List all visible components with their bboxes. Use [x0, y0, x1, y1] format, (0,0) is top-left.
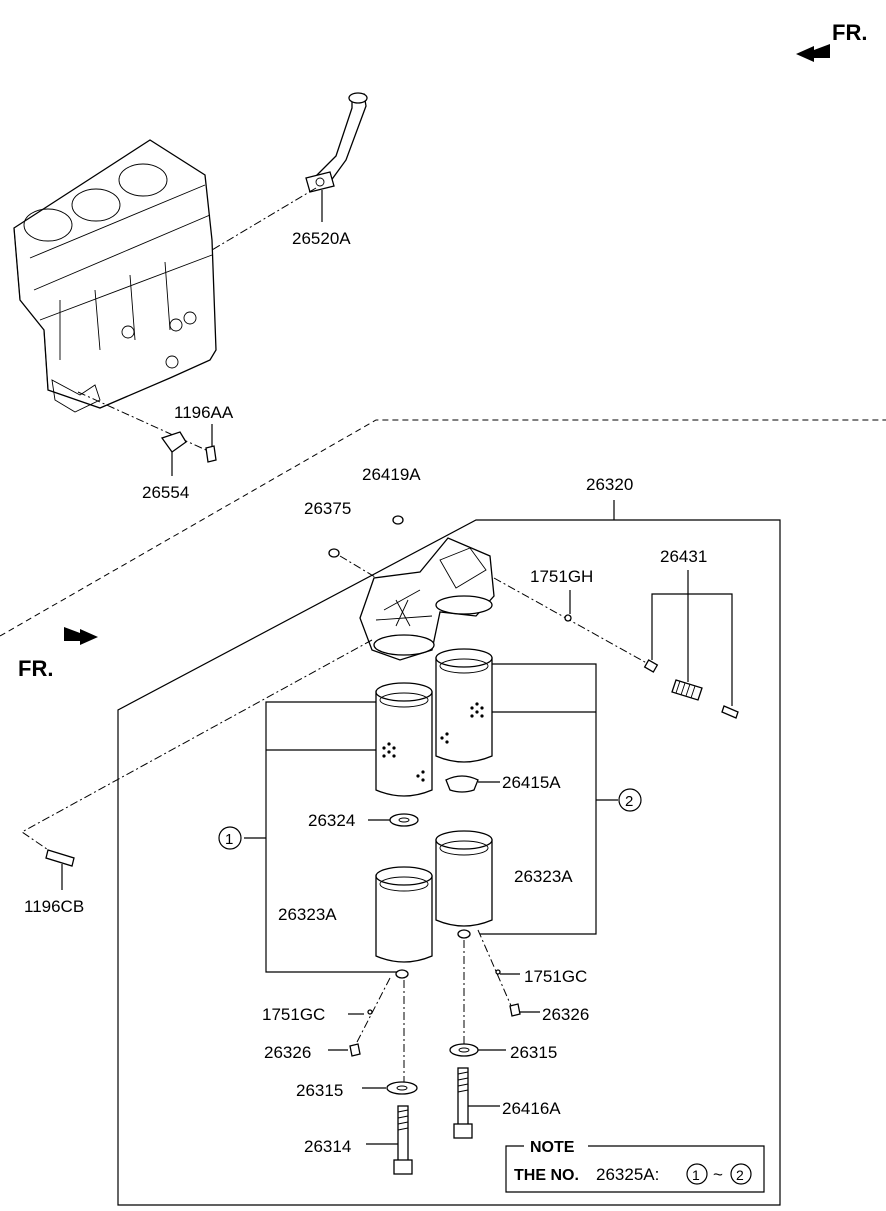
label-26326-left: 26326: [264, 1043, 311, 1062]
label-1196AA: 1196AA: [174, 403, 234, 422]
screen-element-right: [435, 648, 493, 763]
assembly-frame: [117, 519, 781, 1206]
valve-spring: [671, 679, 703, 701]
label-26375: 26375: [304, 499, 351, 518]
bolt-1196AA: [205, 445, 217, 463]
gasket-26554: [160, 431, 187, 453]
bolt-26416A: [453, 1067, 473, 1139]
label-26320: 26320: [586, 475, 633, 494]
bolt-26314: [393, 1105, 413, 1175]
label-26554: 26554: [142, 483, 189, 502]
valve-bolt: [721, 705, 739, 719]
label-26323A-right: 26323A: [514, 867, 573, 886]
label-1751GH: 1751GH: [530, 567, 593, 586]
callout-2: [618, 788, 642, 812]
washer-26315-right: [449, 1043, 479, 1057]
label-1196CB: 1196CB: [24, 897, 84, 916]
fr-marker-top: FR.: [796, 20, 867, 62]
label-26315-right: 26315: [510, 1043, 557, 1062]
label-26419A: 26419A: [362, 465, 421, 484]
label-1751GC-left: 1751GC: [262, 1005, 325, 1024]
plug-1751GH: [564, 614, 572, 622]
label-26315-left: 26315: [296, 1081, 343, 1100]
label-26415A: 26415A: [502, 773, 561, 792]
washer-26315-left: [386, 1081, 418, 1095]
label-1751GC-right: 1751GC: [524, 967, 587, 986]
oring-26375: [328, 548, 340, 558]
callout-2-text: 2: [625, 793, 633, 810]
label-26520A: 26520A: [292, 229, 351, 248]
canister-left: [375, 866, 433, 963]
plug-26419A: [392, 515, 404, 525]
canister-right: [435, 830, 493, 927]
screen-element-left: [375, 682, 433, 797]
fr-text-left: FR.: [18, 656, 53, 681]
label-26326-right: 26326: [542, 1005, 589, 1024]
note-box: NOTE THE NO. 26325A: 1 ~ 2: [505, 1139, 765, 1193]
callout-1: [218, 826, 242, 850]
oil-pipe: [305, 92, 368, 193]
label-26324: 26324: [308, 811, 355, 830]
bolt-1196CB: [45, 849, 75, 867]
valve-plug: [643, 659, 659, 673]
label-26416A: 26416A: [502, 1099, 561, 1118]
label-26431: 26431: [660, 547, 707, 566]
note-prefix: THE NO.: [514, 1167, 579, 1184]
fr-text-top: FR.: [832, 20, 867, 45]
seal-26324: [389, 813, 419, 827]
engine-block: [13, 139, 217, 413]
seal-26415A: [445, 775, 479, 793]
fr-marker-left: FR.: [18, 627, 98, 681]
callout-1-text: 1: [225, 831, 233, 848]
note-part: 26325A:: [596, 1165, 659, 1184]
note-separator: ~: [713, 1165, 723, 1184]
note-callout-1: 1: [692, 1167, 700, 1183]
label-26314: 26314: [304, 1137, 351, 1156]
label-26323A-left: 26323A: [278, 905, 337, 924]
filter-head: [359, 537, 495, 661]
note-title: NOTE: [530, 1139, 575, 1156]
note-callout-2: 2: [736, 1167, 744, 1183]
